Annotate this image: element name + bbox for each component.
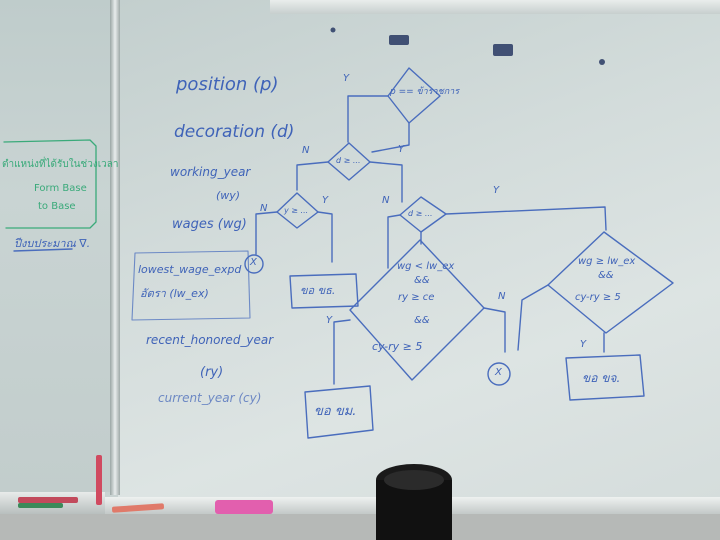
yes-label-d4: Y xyxy=(493,185,500,196)
box-3-shape xyxy=(565,354,645,401)
left-underline xyxy=(13,248,73,252)
speaker-foreground xyxy=(376,464,452,540)
top-decision-text: p == ข้าราชการ xyxy=(390,87,460,97)
green-note-line1: ตำแหน่งที่ได้รับในช่วงเวลา xyxy=(2,159,119,170)
right-decision-line1: wg ≥ lw_ex xyxy=(578,256,636,267)
left-bottom-note: ปีงบประมาณ ∇. xyxy=(14,237,91,250)
right-decision-line2: && xyxy=(598,270,614,281)
tray-marker xyxy=(111,503,165,513)
green-marker xyxy=(18,503,63,508)
yes-label-top: Y xyxy=(343,73,350,84)
big-decision-line5: cy-ry ≥ 5 xyxy=(372,340,423,353)
reject-mark-left: X xyxy=(250,257,257,268)
smudge-1 xyxy=(389,35,409,45)
smudge-3 xyxy=(330,27,336,33)
no-label-d2: N xyxy=(302,145,310,156)
top-decision-diamond xyxy=(387,67,441,124)
position-label: position (p) xyxy=(176,74,279,95)
recent-honored-year-label: recent_honored_year xyxy=(146,333,274,347)
current-year-label: current_year (cy) xyxy=(158,391,262,405)
decision-2-text: d ≥ ... xyxy=(336,156,361,165)
working-year-abbr: (wy) xyxy=(216,189,241,202)
box-2-text: ขอ ขม. xyxy=(314,404,357,419)
eraser xyxy=(215,500,273,514)
no-label-big: N xyxy=(498,291,506,302)
green-note-line2: Form Base xyxy=(34,183,87,194)
decision-4-text: d ≥ ... xyxy=(408,209,433,218)
lowest-wage-bracket xyxy=(131,250,251,321)
smudge-4 xyxy=(599,59,605,65)
yes-label-d3: Y xyxy=(322,195,329,206)
lowest-wage-line2: อัตรา (lw_ex) xyxy=(140,287,209,300)
working-year-label: working_year xyxy=(170,165,251,179)
box-1-text: ขอ ขธ. xyxy=(300,284,336,297)
decoration-label: decoration (d) xyxy=(174,122,295,142)
reject-circle-right xyxy=(487,362,511,386)
no-label-d3: N xyxy=(260,203,268,214)
right-decision-line3: cy-ry ≥ 5 xyxy=(575,292,621,303)
yes-label-big: Y xyxy=(326,315,333,326)
box-1-shape xyxy=(289,273,359,309)
floor-strip xyxy=(0,514,720,540)
wages-label: wages (wg) xyxy=(172,217,247,232)
reject-mark-right: X xyxy=(495,367,502,378)
board-divider-frame xyxy=(110,0,120,495)
no-label-d4: N xyxy=(382,195,390,206)
red-marker xyxy=(18,497,78,503)
yes-label-right: Y xyxy=(580,339,587,350)
lowest-wage-line1: lowest_wage_expd xyxy=(138,263,242,276)
main-whiteboard-panel xyxy=(118,0,720,500)
green-note-line3: to Base xyxy=(38,201,76,212)
left-whiteboard-panel xyxy=(0,0,118,492)
green-note-bracket xyxy=(3,139,97,229)
smudge-2 xyxy=(493,44,513,56)
big-decision-line2: && xyxy=(414,275,430,286)
top-rail xyxy=(270,0,720,14)
box-2-shape xyxy=(304,385,374,439)
decision-3-text: y ≥ ... xyxy=(284,206,309,215)
reject-circle-left xyxy=(244,254,264,274)
standing-marker xyxy=(96,455,102,505)
yes-label-d2: Y xyxy=(398,144,405,155)
markers-in-tray xyxy=(18,455,273,514)
big-decision-line1: wg < lw_ex xyxy=(397,261,455,272)
big-decision-line3: ry ≥ ce xyxy=(398,292,435,303)
box-3-text: ขอ ขจ. xyxy=(582,371,621,385)
big-decision-line4: && xyxy=(414,315,430,326)
recent-honored-abbr: (ry) xyxy=(200,365,224,380)
right-decision-diamond xyxy=(547,231,674,334)
